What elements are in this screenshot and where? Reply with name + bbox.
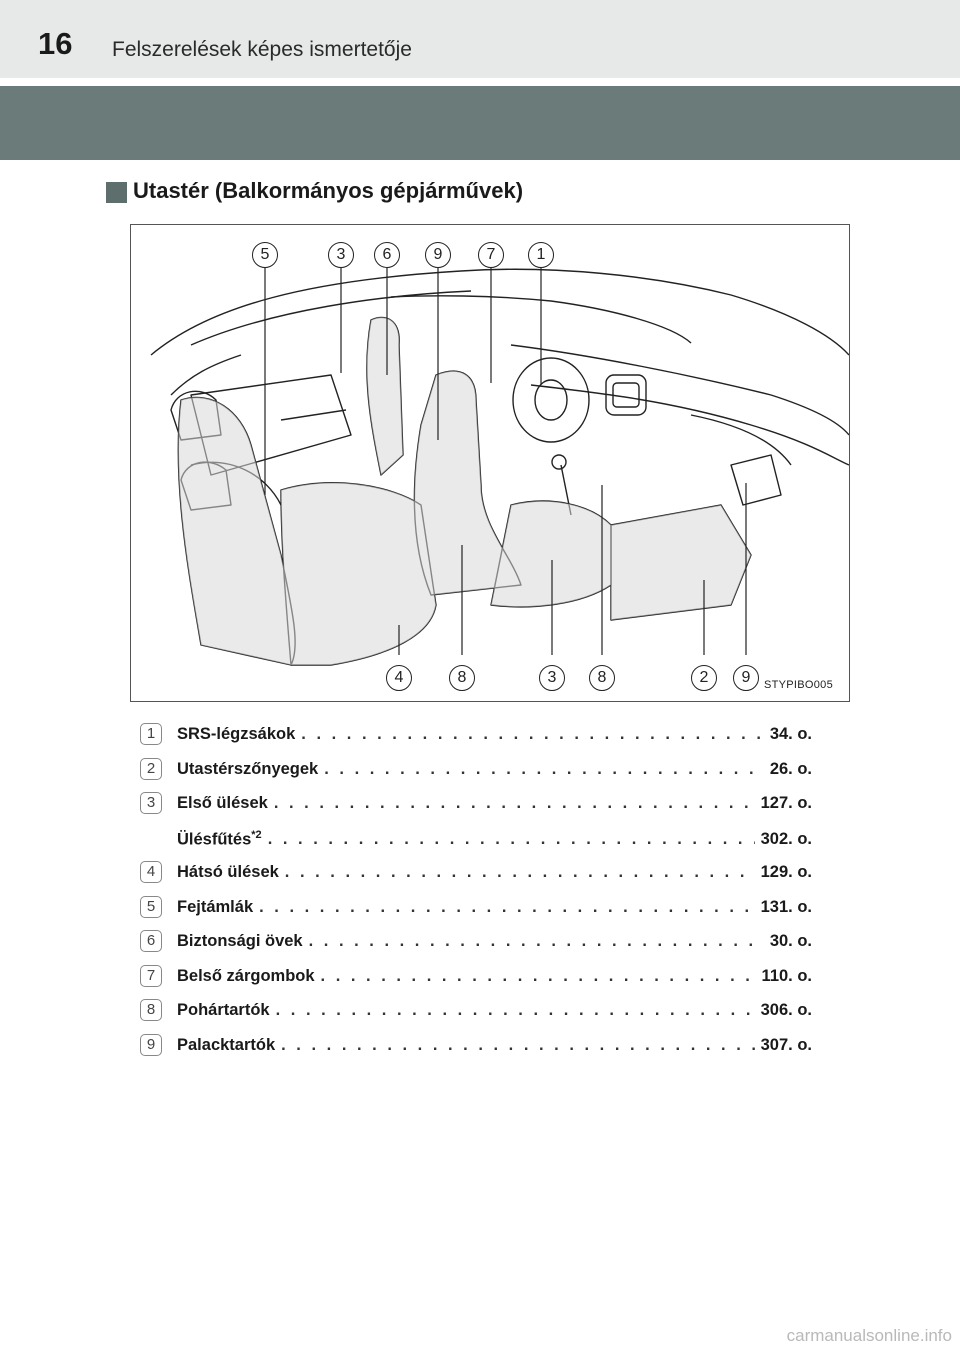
page-reference: 127. o. xyxy=(760,794,812,812)
item-number: 4 xyxy=(140,861,162,883)
callout-top-4: 7 xyxy=(478,242,504,268)
list-item: 7 Belső zárgombok 110. o. xyxy=(140,961,820,996)
page-reference: 302. o. xyxy=(760,830,812,848)
callout-bottom-3: 8 xyxy=(589,665,615,691)
item-number: 5 xyxy=(140,895,162,918)
item-label-text: SRS-légzsákok xyxy=(177,725,296,743)
dot-leader xyxy=(324,760,764,779)
header-band xyxy=(0,86,960,160)
item-entry: SRS-légzsákok 34. o. xyxy=(177,725,812,744)
dot-leader xyxy=(268,830,755,849)
item-list: 1 SRS-légzsákok 34. o. 2 Utastérszőnyegek 26.… xyxy=(140,719,820,1064)
list-item: 3 Első ülések 127. o. xyxy=(140,788,820,823)
item-number: 8 xyxy=(140,999,162,1021)
car-interior-drawing xyxy=(150,268,849,666)
item-label-text: Utastérszőnyegek xyxy=(177,759,319,778)
item-entry: Biztonsági övek 30. o. xyxy=(177,932,812,951)
dot-leader xyxy=(301,725,764,744)
dot-leader xyxy=(321,967,756,986)
item-number: 1 xyxy=(140,723,162,745)
dot-leader xyxy=(309,932,764,951)
callout-top-1: 3 xyxy=(328,242,354,268)
item-label-text: Hátsó ülések xyxy=(177,863,279,881)
page-reference: 30. o. xyxy=(769,932,812,950)
item-label: Hátsó ülések xyxy=(177,863,279,882)
callout-top-3: 9 xyxy=(425,242,451,268)
page-reference: 131. o. xyxy=(760,897,812,916)
list-item: 1 SRS-légzsákok 34. o. xyxy=(140,719,820,754)
item-number: 7 xyxy=(140,964,162,987)
item-label: SRS-légzsákok xyxy=(177,725,295,744)
page-reference: 129. o. xyxy=(760,863,812,881)
item-label-text: Fejtámlák xyxy=(177,897,254,916)
item-label: Palacktartók xyxy=(177,1036,275,1055)
chapter-title: Felszerelések képes ismertetője xyxy=(112,38,412,61)
page-header: 16 Felszerelések képes ismertetője xyxy=(0,0,960,78)
page-number: 16 xyxy=(38,26,73,61)
list-item: 9 Palacktartók 307. o. xyxy=(140,1030,820,1065)
page-reference: 34. o. xyxy=(769,725,812,743)
dot-leader xyxy=(285,863,755,882)
list-item: Ülésfűtés*2 302. o. xyxy=(140,823,820,858)
page-reference: 307. o. xyxy=(760,1035,812,1054)
dot-leader xyxy=(259,898,755,917)
item-entry: Első ülések 127. o. xyxy=(177,794,812,813)
callout-top-2: 6 xyxy=(374,242,400,268)
item-label: Első ülések xyxy=(177,794,268,813)
section-bullet-icon xyxy=(106,182,127,203)
item-label-text: Ülésfűtés xyxy=(177,830,252,848)
item-label-text: Első ülések xyxy=(177,794,268,812)
page-reference: 306. o. xyxy=(760,1001,812,1019)
watermark: carmanualsonline.info xyxy=(786,1326,952,1345)
callout-bottom-1: 8 xyxy=(449,665,475,691)
section-title: Utastér (Balkormányos gépjárművek) xyxy=(133,178,524,203)
item-entry: Palacktartók 307. o. xyxy=(177,1036,812,1055)
item-number: 9 xyxy=(140,1033,162,1056)
callout-bottom-4: 2 xyxy=(691,665,717,691)
list-item: 2 Utastérszőnyegek 26. o. xyxy=(140,754,820,789)
callout-bottom-0: 4 xyxy=(386,665,412,691)
callout-top-5: 1 xyxy=(528,242,554,268)
list-item: 5 Fejtámlák 131. o. xyxy=(140,892,820,927)
item-number: 2 xyxy=(140,757,162,780)
item-label: Biztonsági övek xyxy=(177,932,303,951)
item-entry: Fejtámlák 131. o. xyxy=(177,898,812,917)
item-number: 3 xyxy=(140,792,162,814)
item-entry: Hátsó ülések 129. o. xyxy=(177,863,812,882)
item-entry: Pohártartók 306. o. xyxy=(177,1001,812,1020)
item-label: Utastérszőnyegek xyxy=(177,760,318,779)
dot-leader xyxy=(274,794,755,813)
item-label: Pohártartók xyxy=(177,1001,270,1020)
item-entry: Belső zárgombok 110. o. xyxy=(177,967,812,986)
item-label: Belső zárgombok xyxy=(177,967,315,986)
dot-leader xyxy=(276,1001,755,1020)
item-label-text: Belső zárgombok xyxy=(177,966,315,985)
item-label-text: Pohártartók xyxy=(177,1001,270,1019)
item-label-text: Palacktartók xyxy=(177,1035,276,1054)
item-label: Ülésfűtés*2 xyxy=(177,829,262,850)
item-label: Fejtámlák xyxy=(177,898,253,917)
footnote-marker: *2 xyxy=(251,828,262,841)
item-number: 6 xyxy=(140,930,162,952)
callout-bottom-2: 3 xyxy=(539,665,565,691)
list-item: 6 Biztonsági övek 30. o. xyxy=(140,926,820,961)
page-reference: 110. o. xyxy=(761,966,812,985)
figure-code: STYPIBO005 xyxy=(763,679,833,691)
item-entry: Ülésfűtés*2 302. o. xyxy=(177,829,812,850)
callout-top-0: 5 xyxy=(252,242,278,268)
dot-leader xyxy=(281,1036,754,1055)
list-item: 4 Hátsó ülések 129. o. xyxy=(140,857,820,892)
callout-bottom-5: 9 xyxy=(733,665,759,691)
list-item: 8 Pohártartók 306. o. xyxy=(140,995,820,1030)
page-reference: 26. o. xyxy=(769,759,812,778)
item-label-text: Biztonsági övek xyxy=(177,932,303,950)
item-entry: Utastérszőnyegek 26. o. xyxy=(177,760,812,779)
